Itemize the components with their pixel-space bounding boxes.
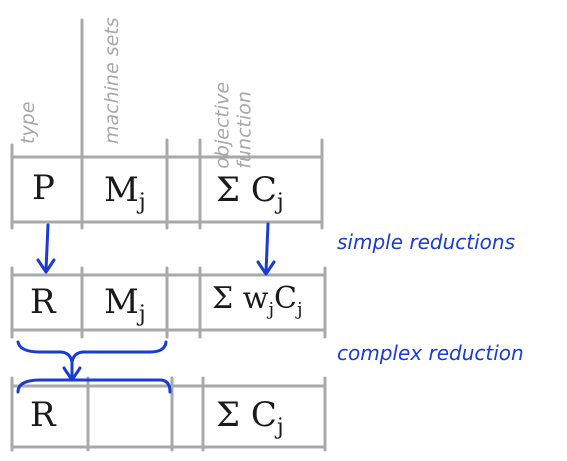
arrow-type-reduction	[44, 223, 50, 272]
row2-objective-sub: j	[268, 299, 275, 320]
row2-machines-sub: j	[138, 301, 146, 327]
row2-machines: Mj	[104, 285, 146, 326]
row2-objective-sub2: j	[297, 299, 303, 320]
table-grid	[10, 18, 327, 452]
arrowhead-objective	[256, 260, 276, 276]
row1-objective-main: Σ C	[216, 170, 277, 210]
row3-objective-sub: j	[276, 414, 284, 440]
brace-bottom	[16, 378, 172, 394]
row1-objective: Σ Cj	[216, 173, 284, 214]
row2-objective-main: Σ w	[212, 281, 269, 316]
row1-machines-sub: j	[138, 189, 146, 215]
row1-machines-main: M	[104, 170, 139, 210]
row3-objective-main: Σ C	[216, 395, 277, 435]
row1-type: P	[32, 168, 55, 208]
row2-machines-main: M	[104, 282, 139, 322]
row1-objective-sub: j	[276, 189, 284, 215]
row2-objective-mid: C	[274, 281, 297, 316]
note-simple-reductions: simple reductions	[337, 230, 515, 254]
brace-top	[16, 340, 168, 364]
reduction-arrows	[16, 222, 276, 394]
row2-type: R	[30, 282, 56, 322]
row1-machines: Mj	[104, 173, 146, 214]
row2-objective: Σ wjCj	[212, 284, 303, 319]
arrowhead-type	[36, 258, 56, 274]
row3-objective: Σ Cj	[216, 398, 284, 439]
note-complex-reduction: complex reduction	[337, 341, 524, 365]
row3-type: R	[30, 395, 56, 435]
arrow-objective-reduction	[264, 222, 270, 274]
